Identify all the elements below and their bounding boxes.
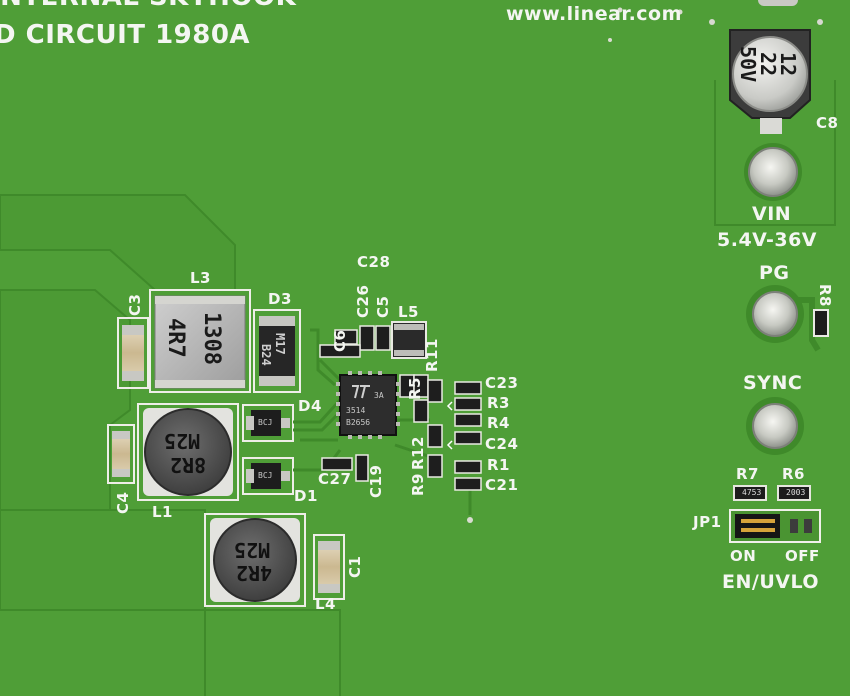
pg-pad: [746, 285, 829, 352]
c8-marking-line3: 50V: [736, 46, 760, 83]
refdes-r7: R7: [736, 465, 759, 483]
c8-marking-line1: 12: [776, 52, 800, 77]
small-passives: [319, 321, 482, 491]
c8-marking-line2: 22: [756, 52, 780, 77]
refdes-c26: C26: [354, 284, 372, 318]
copper-pour-bottom-right: [204, 609, 341, 696]
pg-label: PG: [759, 262, 790, 284]
diode-d3: [253, 309, 301, 393]
header-line1: INTERNAL SKYHOOK: [0, 0, 296, 10]
refdes-r8: R8: [816, 284, 834, 307]
ic-marking-line1: 3A: [374, 391, 384, 400]
d4-marking: BCJ: [258, 418, 273, 427]
sync-pad: [746, 397, 804, 455]
vin-range-label: 5.4V-36V: [717, 229, 818, 251]
vin-pad: [744, 143, 802, 201]
ic-marking-line2: 3514: [346, 406, 366, 415]
capacitor-c1: [313, 534, 345, 600]
resistor-r6: [777, 485, 811, 501]
l1-marking-line1: M25: [164, 429, 201, 453]
r6-marking: 2003: [786, 488, 806, 497]
r7-marking: 4753: [742, 488, 762, 497]
refdes-r6: R6: [782, 465, 805, 483]
refdes-l5: L5: [398, 303, 419, 321]
l4-marking-line2: 4R2: [236, 561, 273, 585]
d3-marking-line1: B24: [259, 344, 273, 366]
partial-part-top: [758, 0, 798, 6]
refdes-c19: C19: [367, 464, 385, 498]
refdes-d4: D4: [298, 397, 322, 415]
linear-logo-icon: [352, 385, 370, 399]
refdes-r11: R11: [423, 338, 441, 372]
refdes-c4: C4: [114, 491, 132, 514]
refdes-c28: C28: [357, 253, 391, 271]
refdes-c6: C6: [331, 329, 349, 352]
d1-marking: BCJ: [258, 471, 273, 480]
sync-label: SYNC: [743, 372, 803, 394]
copper-pour-bottom: [0, 509, 206, 611]
capacitor-c8: [729, 29, 811, 134]
refdes-c23: C23: [485, 374, 519, 392]
jumper-off-label: OFF: [785, 547, 820, 565]
refdes-l4: L4: [315, 595, 336, 613]
diode-d4: [242, 404, 294, 442]
ic-marking-line3: B2656: [346, 418, 371, 427]
vias: [467, 7, 683, 523]
via-dot: [709, 19, 715, 25]
l3-marking-line1: 4R7: [163, 318, 188, 358]
via-dot: [817, 19, 823, 25]
copper-pour-left-lower: [0, 289, 131, 511]
inductor-l1: [137, 403, 239, 501]
jumper-jp1: [729, 509, 821, 543]
refdes-l1: L1: [152, 503, 173, 521]
jumper-label: JP1: [693, 513, 722, 531]
l3-marking-line2: 1308: [199, 312, 224, 365]
resistor-r7: [733, 485, 767, 501]
header-line2: D CIRCUIT 1980A: [0, 20, 251, 50]
jumper-on-label: ON: [730, 547, 757, 565]
l1-marking-line2: 8R2: [170, 453, 207, 477]
d3-marking-line2: M17: [273, 333, 287, 355]
refdes-r1: R1: [487, 456, 510, 474]
refdes-c1: C1: [346, 555, 364, 578]
capacitor-c3: [117, 317, 149, 389]
refdes-r9: R9: [409, 473, 427, 496]
inductor-l4: [204, 513, 306, 607]
l4-marking-line1: M25: [234, 538, 271, 562]
refdes-c8: C8: [816, 114, 839, 132]
ic-lt3514: [336, 371, 400, 439]
diode-d1: [242, 457, 294, 495]
refdes-c24: C24: [485, 435, 519, 453]
refdes-c21: C21: [485, 476, 519, 494]
inductor-l3: [149, 289, 251, 393]
refdes-c27: C27: [318, 470, 352, 488]
trace-right-column: [714, 80, 836, 226]
vin-label: VIN: [752, 203, 792, 225]
jumper-function-label: EN/UVLO: [722, 571, 820, 593]
refdes-r12: R12: [409, 436, 427, 470]
website-url: www.linear.com: [506, 3, 682, 25]
refdes-r5: R5: [406, 377, 424, 400]
refdes-d1: D1: [294, 487, 318, 505]
refdes-r4: R4: [487, 414, 510, 432]
refdes-c3: C3: [126, 293, 144, 316]
refdes-l3: L3: [190, 269, 211, 287]
refdes-r3: R3: [487, 394, 510, 412]
refdes-c5: C5: [374, 295, 392, 318]
capacitor-c4: [107, 424, 135, 484]
refdes-d3: D3: [268, 290, 292, 308]
